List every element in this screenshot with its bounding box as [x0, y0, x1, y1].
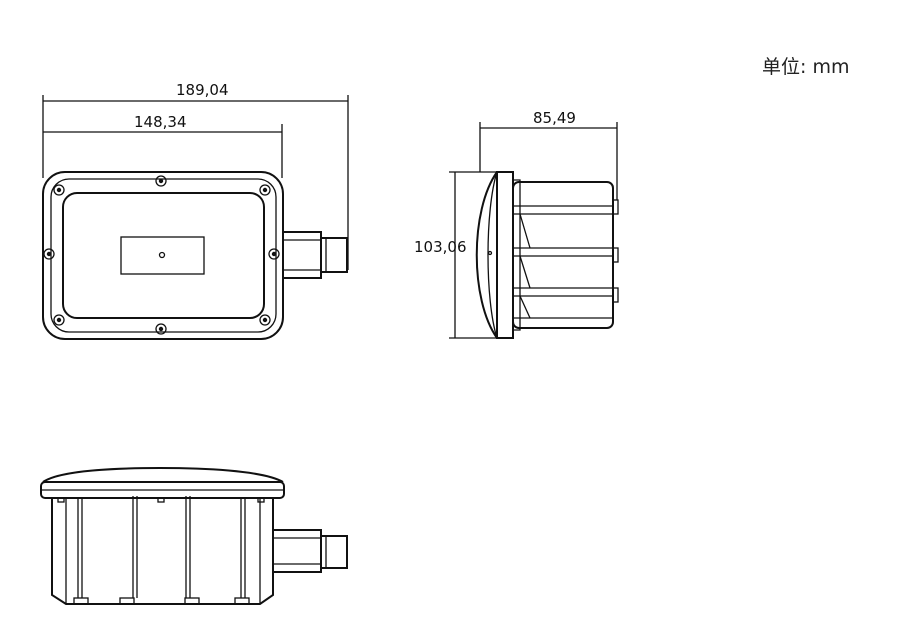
dimension-label-height: 103,06: [414, 238, 467, 256]
screw-icon: [53, 184, 65, 196]
dimension-housing-width: 148,34: [43, 113, 283, 178]
dimension-height: 103,06: [414, 171, 497, 339]
bottom-cable-gland: [272, 529, 348, 573]
unit-label-text: 单位: [762, 56, 801, 78]
front-housing-flange: [50, 178, 277, 333]
unit-separator: :: [800, 56, 807, 78]
screw-icon: [268, 248, 280, 260]
side-body: [512, 181, 614, 329]
front-cable-gland: [282, 231, 348, 279]
dimension-label-depth: 85,49: [533, 109, 576, 127]
screw-icon: [155, 175, 167, 187]
screw-icon: [155, 323, 167, 335]
unit-label: 单位: mm: [762, 52, 850, 79]
side-flange: [496, 171, 514, 339]
bottom-view: [40, 466, 348, 605]
front-view: 189,04 148,34: [42, 81, 349, 340]
front-indicator-dot: [158, 251, 166, 259]
screw-icon: [43, 248, 55, 260]
front-window: [120, 236, 205, 275]
unit-value: mm: [812, 56, 850, 78]
screw-icon: [53, 314, 65, 326]
dimension-label-housing-width: 148,34: [134, 113, 187, 131]
screw-icon: [259, 314, 271, 326]
bottom-dome: [42, 466, 284, 483]
front-housing-outer: [42, 171, 284, 340]
bottom-body: [51, 498, 274, 605]
side-dome: [475, 171, 498, 339]
dimension-depth: 85,49: [479, 109, 618, 200]
screw-icon: [259, 184, 271, 196]
dimension-label-overall-width: 189,04: [176, 81, 229, 99]
front-screws: [43, 175, 280, 335]
front-housing-inner: [62, 192, 265, 319]
side-view: 85,49 103,06: [414, 109, 619, 339]
